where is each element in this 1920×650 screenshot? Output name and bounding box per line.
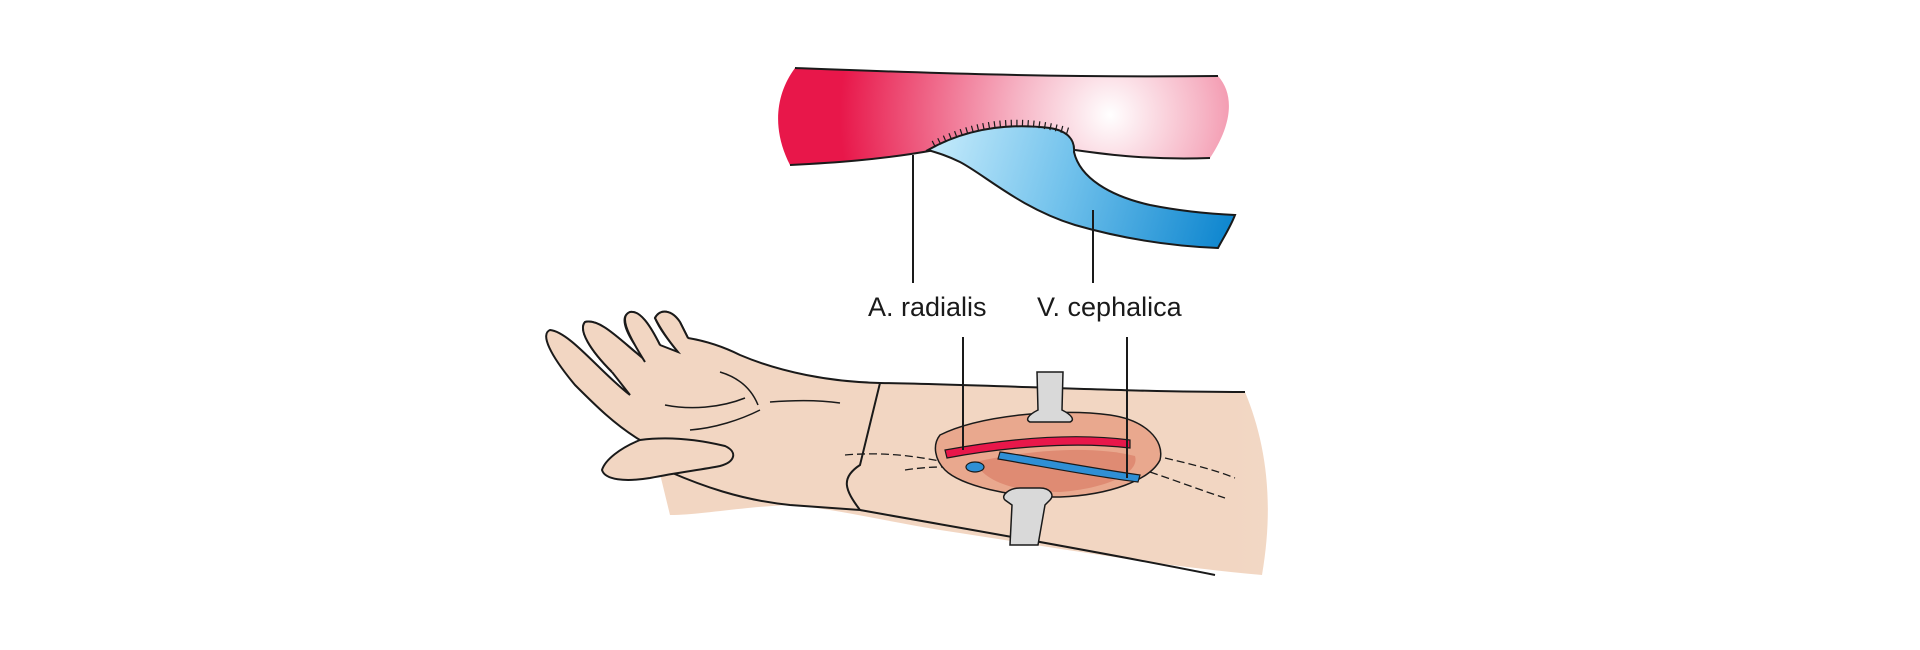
artery-bottom-edge-left [789,149,936,166]
suture-tick [999,120,1002,128]
knuckle-crease [719,371,759,406]
suture-tick [970,125,974,133]
suture-tick [1060,125,1064,133]
finger-ring [582,320,646,373]
cephalic-vein-vessel [925,125,1237,250]
suture-line [931,119,1070,148]
vein-stump [965,461,985,473]
suture-tick [1049,123,1052,131]
suture-tick [976,124,980,132]
artery-bottom-edge-right [1074,149,1211,160]
palm-crease [689,409,761,431]
vein-label: V. cephalica [1037,292,1183,322]
suture-tick [959,128,963,136]
suture-tick [1038,121,1041,129]
dashed-vessel-right [1164,457,1236,479]
suture-tick [948,133,953,141]
artery-label: A. radialis [868,292,987,322]
retractor-top [1026,371,1074,423]
suture-tick [982,122,985,131]
suture-tick [1032,120,1035,128]
radial-artery-vessel [778,68,1229,165]
exposed-cephalic-vein [997,451,1141,483]
artery-top-edge [794,67,1219,78]
suture-tick [954,130,958,138]
suture-tick [1065,127,1070,135]
suture-tick [937,137,942,145]
suture-tick [987,121,991,130]
suture-tick [931,140,936,148]
finger-index [653,310,689,353]
palm-crease [664,397,746,409]
thumb [600,437,735,481]
suture-tick [1054,124,1058,132]
dashed-vessel-left [844,453,946,463]
retractor-bottom [1003,487,1053,546]
dashed-vessel-right [1149,471,1226,499]
suture-tick [993,121,996,129]
wrist-crease [769,399,841,404]
anastomosis-detail [778,67,1237,250]
finger-middle [624,310,661,363]
suture-tick [1043,122,1047,130]
suture-tick [965,127,969,135]
exposed-radial-artery [944,436,1131,459]
forearm-illustration [545,310,1268,576]
suture-tick [942,135,947,143]
